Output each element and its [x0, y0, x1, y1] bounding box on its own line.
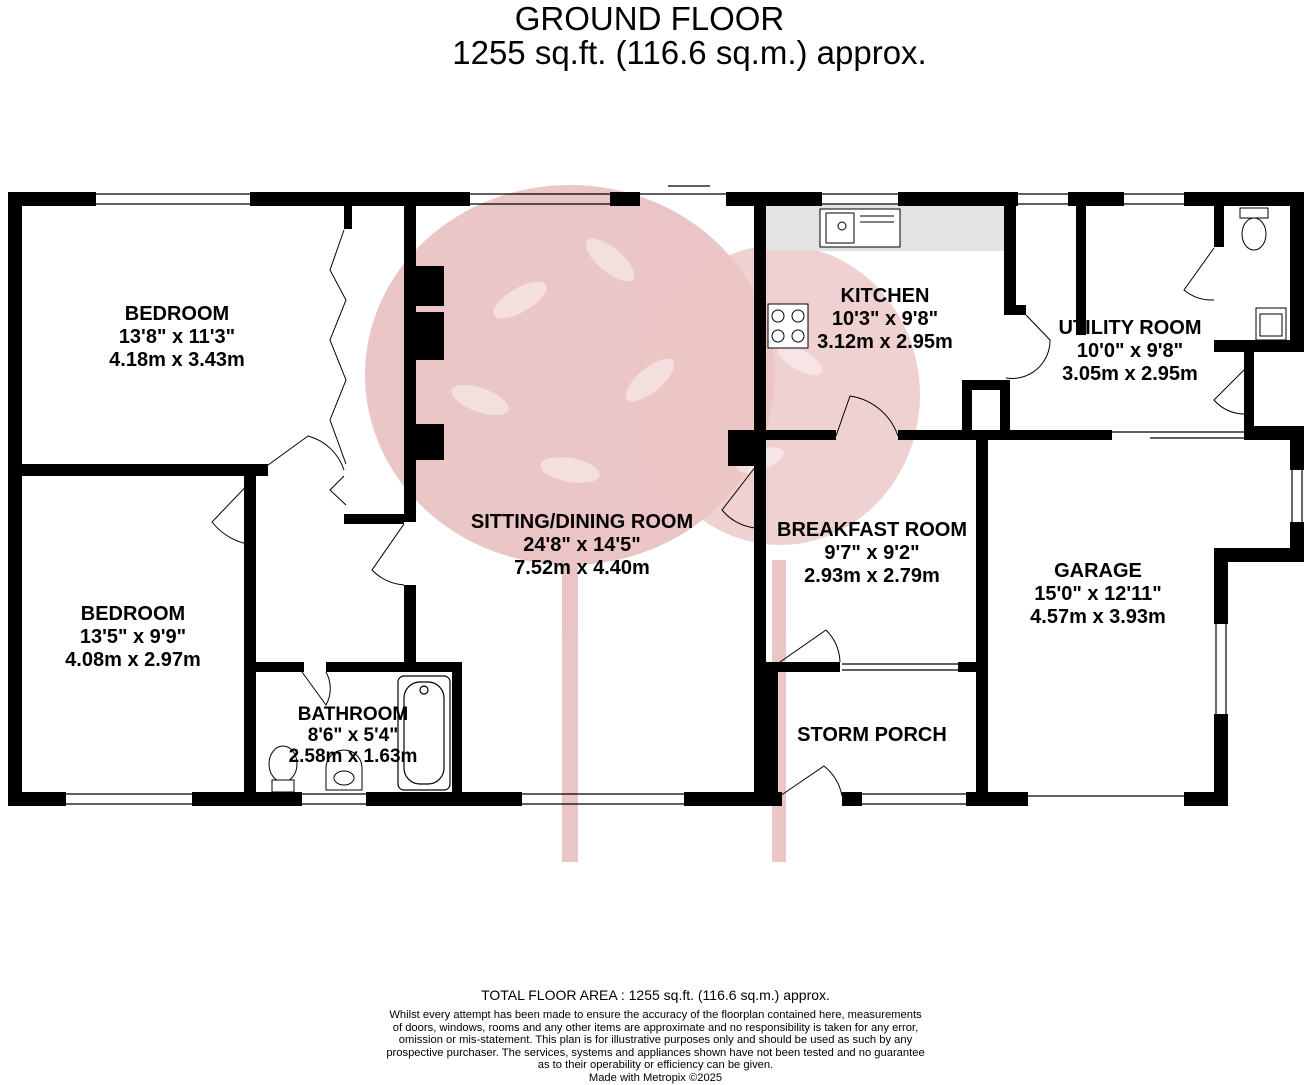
room-metric: 2.93m x 2.79m [804, 565, 940, 587]
room-imperial: 24'8" x 14'5" [523, 534, 641, 556]
disclaimer: Whilst every attempt has been made to en… [0, 1009, 1311, 1085]
room-metric: 4.18m x 3.43m [109, 349, 245, 371]
room-metric: 7.52m x 4.40m [514, 557, 650, 579]
doors [211, 229, 1255, 797]
room-name: BATHROOM [297, 704, 409, 725]
hob-icon [767, 303, 809, 349]
room-label-storm-porch: STORM PORCH [778, 724, 966, 747]
room-label-utility: UTILITY ROOM 10'0" x 9'8" 3.05m x 2.95m [1030, 317, 1230, 386]
room-name: BEDROOM [80, 603, 186, 625]
room-imperial: 13'5" x 9'9" [79, 626, 187, 648]
room-name: STORM PORCH [797, 724, 947, 746]
room-metric: 3.05m x 2.95m [1062, 363, 1198, 385]
disclaimer-line: Whilst every attempt has been made to en… [389, 1009, 922, 1021]
room-name: SITTING/DINING ROOM [470, 511, 694, 533]
room-imperial: 8'6" x 5'4" [307, 725, 399, 746]
room-imperial: 13'8" x 11'3" [118, 326, 236, 348]
fireplace-icon [416, 266, 444, 460]
room-name: UTILITY ROOM [1058, 317, 1202, 339]
room-name: BREAKFAST ROOM [777, 519, 967, 541]
room-imperial: 15'0" x 12'11" [1034, 583, 1162, 605]
room-metric: 4.08m x 2.97m [65, 649, 201, 671]
room-imperial: 10'0" x 9'8" [1076, 340, 1184, 362]
disclaimer-line: prospective purchaser. The services, sys… [386, 1046, 925, 1059]
basin-icon [1255, 307, 1287, 341]
total-floor-area: TOTAL FLOOR AREA : 1255 sq.ft. (116.6 sq… [481, 987, 830, 1003]
room-metric: 2.58m x 1.63m [288, 746, 418, 767]
room-metric: 3.12m x 2.95m [817, 331, 953, 353]
bath-icon [397, 675, 451, 791]
disclaimer-line: as to their operability or efficiency ca… [537, 1059, 774, 1072]
toilet-icon [268, 745, 298, 793]
credit: Made with Metropix ©2025 [588, 1071, 723, 1084]
room-metric: 4.57m x 3.93m [1030, 606, 1166, 628]
disclaimer-line: omission or mis-statement. This plan is … [398, 1034, 913, 1047]
walls [8, 192, 1304, 806]
tree-watermark-icon [365, 185, 920, 862]
room-label-bedroom-1: BEDROOM 13'8" x 11'3" 4.18m x 3.43m [82, 303, 272, 372]
room-label-garage: GARAGE 15'0" x 12'11" 4.57m x 3.93m [1003, 560, 1193, 629]
floor-title: GROUND FLOOR [514, 0, 785, 37]
room-imperial: 10'3" x 9'8" [831, 308, 939, 330]
room-name: GARAGE [1054, 560, 1142, 582]
room-name: BEDROOM [124, 303, 230, 325]
basin-icon [325, 749, 363, 791]
room-imperial: 9'7" x 9'2" [824, 542, 920, 564]
disclaimer-line: of doors, windows, rooms and any other i… [392, 1021, 919, 1034]
room-label-bathroom: BATHROOM 8'6" x 5'4" 2.58m x 1.63m [258, 704, 448, 767]
room-label-kitchen: KITCHEN 10'3" x 9'8" 3.12m x 2.95m [790, 285, 980, 354]
floor-area-subtitle: 1255 sq.ft. (116.6 sq.m.) approx. [452, 34, 927, 71]
room-label-breakfast: BREAKFAST ROOM 9'7" x 9'2" 2.93m x 2.79m [760, 519, 984, 588]
windows [66, 185, 1303, 805]
toilet-icon [1239, 207, 1269, 251]
room-label-bedroom-2: BEDROOM 13'5" x 9'9" 4.08m x 2.97m [38, 603, 228, 672]
room-name: KITCHEN [840, 285, 930, 307]
room-label-sitting-dining: SITTING/DINING ROOM 24'8" x 14'5" 7.52m … [447, 511, 717, 580]
sink-icon [819, 208, 901, 248]
